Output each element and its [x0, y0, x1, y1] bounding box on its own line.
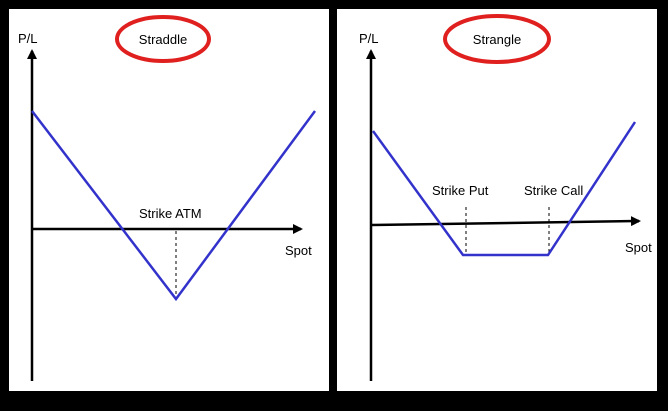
strike-call-label: Strike Call	[524, 183, 583, 198]
title-highlight-ellipse	[115, 15, 211, 63]
strangle-diagram: P/L Spot Strike Put Strike Call Strangle	[359, 14, 652, 381]
diagram-title: Straddle	[139, 32, 187, 47]
x-axis-label: Spot	[625, 240, 652, 255]
straddle-diagram: P/L Spot Strike ATM Straddle	[18, 15, 317, 381]
x-axis	[370, 216, 641, 227]
straddle-payoff-line	[31, 110, 317, 302]
strangle-panel: P/L Spot Strike Put Strike Call Strangle	[337, 9, 657, 391]
strike-put-label: Strike Put	[432, 183, 489, 198]
diagram-title: Strangle	[473, 32, 521, 47]
y-axis-label: P/L	[359, 31, 379, 46]
y-axis-label: P/L	[18, 31, 38, 46]
x-axis-label: Spot	[285, 243, 312, 258]
straddle-panel: P/L Spot Strike ATM Straddle	[9, 9, 329, 391]
strangle-payoff-line	[371, 121, 637, 257]
title-highlight-ellipse	[443, 14, 551, 64]
strike-atm-label: Strike ATM	[139, 206, 202, 221]
